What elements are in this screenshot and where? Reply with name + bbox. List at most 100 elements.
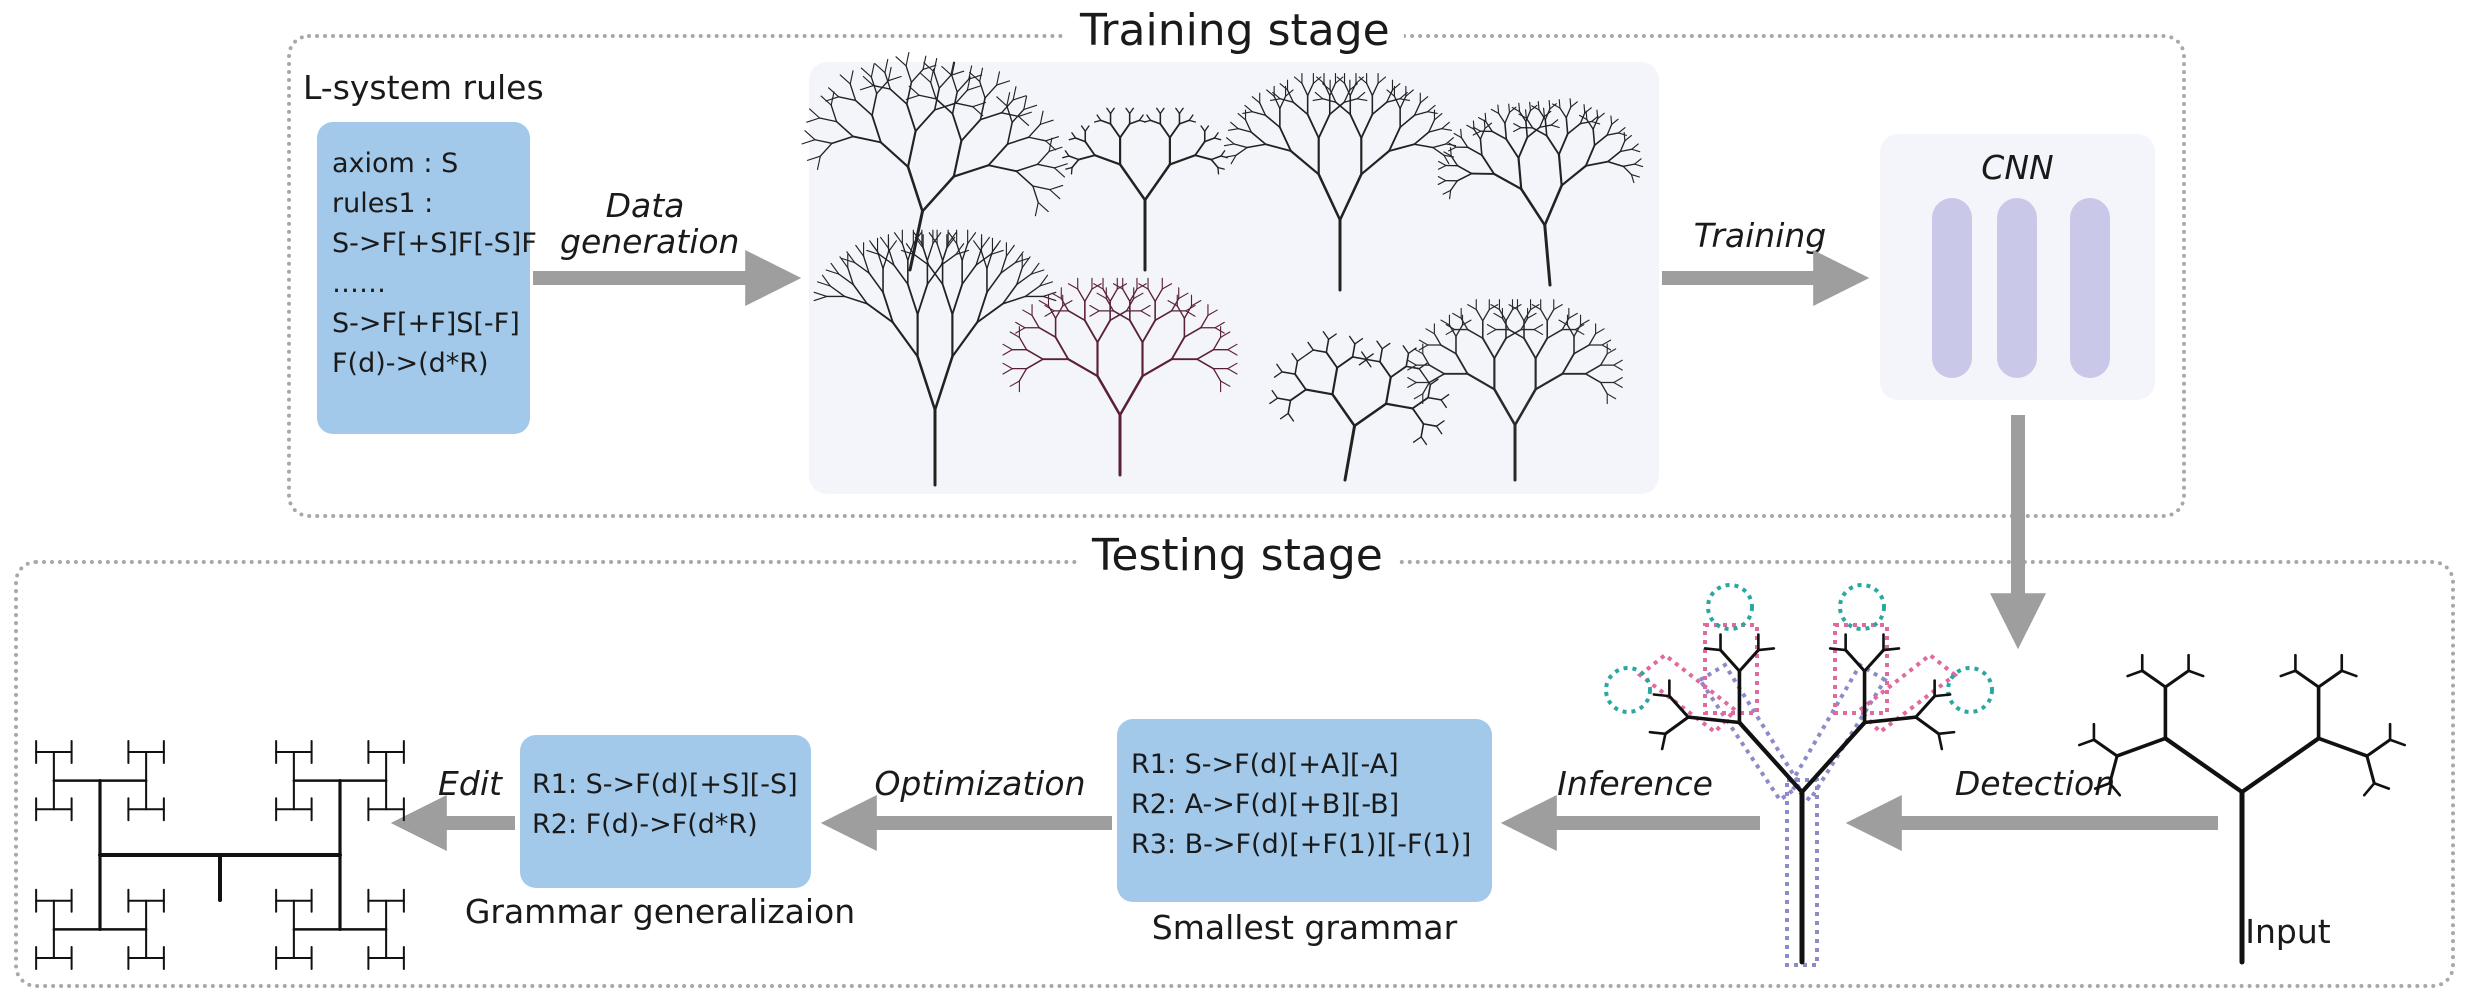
- thumbnail-branch: [1244, 104, 1253, 113]
- thumbnail-branch: [1317, 113, 1331, 139]
- input-tree-branch: [2365, 738, 2392, 758]
- thumbnail-branch: [1490, 304, 1501, 311]
- thumbnail-branch: [1601, 344, 1612, 351]
- thumbnail-branch: [916, 355, 937, 412]
- thumbnail-branch: [1312, 76, 1322, 84]
- branch-box: [1636, 652, 1738, 735]
- thumbnail-branch: [1565, 106, 1572, 119]
- thumbnail-branch: [1466, 124, 1475, 130]
- thumbnail-branch: [1610, 115, 1613, 126]
- thumbnail-branch: [1048, 137, 1053, 153]
- thumbnail-branch: [1014, 257, 1029, 264]
- smallest-grammar-panel: R1: S->F(d)[+A][-A] R2: A->F(d)[+B][-B] …: [1117, 719, 1492, 902]
- thumbnail-branch: [1583, 104, 1586, 114]
- thumbnail-branch: [1455, 324, 1464, 337]
- thumbnail-branch: [1418, 339, 1429, 346]
- thumbnail-branch: [1273, 95, 1281, 110]
- thumbnail-branch: [884, 58, 889, 74]
- thumbnail-branch: [1558, 132, 1569, 156]
- thumbnail-branch: [905, 65, 913, 83]
- thumbnail-branch: [813, 291, 828, 298]
- thumbnail-branch: [1109, 107, 1115, 115]
- cnn-label: CNN: [1981, 148, 2054, 187]
- thumbnail-branch: [1000, 255, 1008, 274]
- thumbnail-branch: [986, 272, 1002, 294]
- thumbnail-branch: [1264, 114, 1281, 129]
- thumbnail-branch: [905, 52, 910, 67]
- thumbnail-branch: [1613, 359, 1623, 366]
- thumbnail-branch: [1569, 98, 1572, 108]
- smallest-rule-line: R1: S->F(d)[+A][-A]: [1131, 749, 1399, 780]
- detected-tree-branch: [1914, 715, 1941, 736]
- thumbnail-branch: [914, 109, 936, 133]
- thumbnail-branch: [1279, 95, 1287, 110]
- thumbnail-branch: [976, 291, 988, 324]
- thumbnail-branch: [887, 247, 895, 266]
- lsystem-rules-panel: axiom : S rules1 : S->F[+S]F[-S]F …… S->…: [317, 122, 537, 434]
- thumbnail-branch: [1526, 126, 1541, 139]
- thumbnail-branch: [1543, 184, 1563, 227]
- thumbnail-branch: [1190, 300, 1202, 307]
- thumbnail-branch: [1002, 343, 1013, 351]
- thumbnail-branch: [1116, 283, 1128, 290]
- thumbnail-branch: [1617, 127, 1626, 134]
- thumbnail-branch: [1002, 368, 1013, 375]
- thumbnail-branch: [1037, 201, 1049, 213]
- thumbnail-branch: [1168, 154, 1197, 166]
- thumbnail-branch: [1068, 137, 1077, 141]
- input-tree-branch: [2388, 738, 2407, 747]
- thumbnail-branch: [1335, 101, 1352, 116]
- thumbnail-branch: [1440, 319, 1451, 326]
- thumbnail-branch: [1015, 321, 1026, 329]
- input-tree-branch: [2365, 754, 2376, 785]
- thumbnail-branch: [948, 232, 958, 245]
- thumbnail-branch: [1544, 118, 1548, 137]
- thumbnail-branch: [1531, 105, 1540, 111]
- thumbnail-branch: [1479, 138, 1483, 156]
- thumbnail-branch: [989, 249, 1004, 256]
- thumbnail-branch: [804, 130, 816, 141]
- thumbnail-branch: [1223, 143, 1235, 147]
- thumbnail-branch: [1407, 359, 1417, 366]
- detected-tree-branch: [1862, 715, 1918, 725]
- thumbnail-branch: [1558, 99, 1561, 109]
- rule-line: S->F[+S]F[-S]F: [332, 228, 537, 259]
- detected-tree-branch: [1914, 694, 1937, 719]
- thumbnail-branch: [1460, 136, 1469, 148]
- thumbnail-branch: [1016, 266, 1023, 286]
- thumbnail-branch: [1584, 144, 1596, 167]
- thumbnail-branch: [1548, 100, 1551, 110]
- thumbnail-branch: [1493, 337, 1507, 360]
- thumbnail-branch: [1511, 106, 1521, 113]
- training-stage-title: Training stage: [1066, 6, 1404, 56]
- thumbnail-branch: [1220, 331, 1231, 338]
- thumbnail-branch: [938, 74, 952, 89]
- thumbnail-branch: [986, 250, 994, 270]
- thumbnail-branch: [955, 102, 974, 108]
- thumbnail-branch: [1067, 283, 1079, 290]
- thumbnail-branch: [1517, 136, 1529, 159]
- thumbnail-branch: [1411, 396, 1430, 410]
- thumbnail-branch: [1065, 166, 1073, 170]
- thumbnail-branch: [1356, 98, 1368, 102]
- generated-tree-thumbnail: [801, 52, 1068, 272]
- thumbnail-branch: [1545, 134, 1560, 156]
- thumbnail-branch: [1513, 123, 1522, 129]
- thumbnail-branch: [813, 295, 828, 302]
- thumbnail-branch: [1376, 340, 1383, 350]
- thumbnail-branch: [1138, 114, 1144, 122]
- thumbnail-branch: [893, 232, 903, 245]
- thumbnail-branch: [1314, 91, 1324, 100]
- thumbnail-branch: [1183, 326, 1202, 339]
- thumbnail-branch: [1358, 76, 1368, 84]
- thumbnail-branch: [1242, 111, 1253, 114]
- thumbnail-branch: [930, 81, 937, 100]
- thumbnail-branch: [1154, 310, 1173, 322]
- thumbnail-branch: [1388, 126, 1402, 152]
- thumbnail-branch: [1593, 134, 1608, 147]
- thumbnail-branch: [1386, 89, 1394, 103]
- thumbnail-branch: [1379, 360, 1392, 379]
- thumbnail-branch: [1301, 82, 1309, 97]
- thumbnail-branch: [1129, 288, 1138, 303]
- thumbnail-branch: [852, 135, 882, 144]
